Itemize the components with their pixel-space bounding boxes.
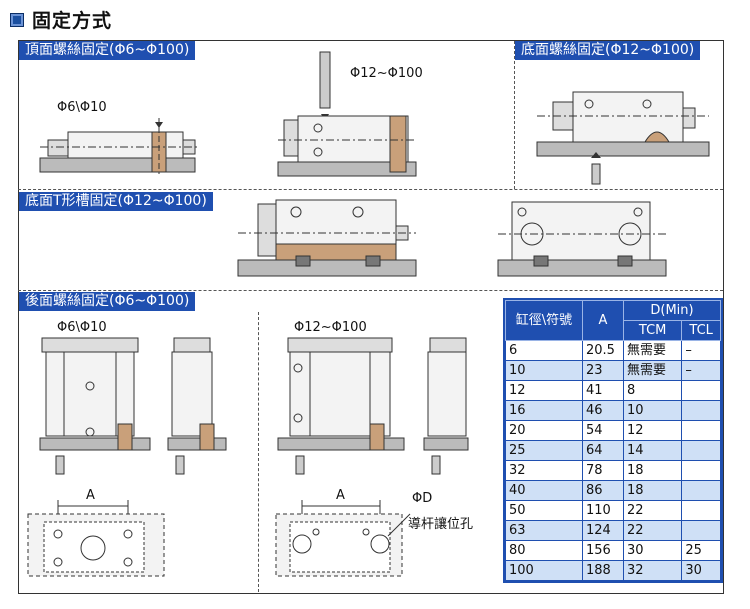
header-bore: 缸徑\符號 <box>505 300 583 341</box>
table-cell-bore: 20 <box>505 420 583 441</box>
table-cell-bore: 40 <box>505 480 583 501</box>
drawing-bottom-mount <box>536 91 710 185</box>
divider-col-rear <box>258 312 259 592</box>
diagram-frame <box>18 40 724 594</box>
table-cell-tcl: – <box>681 360 721 381</box>
page-title: 固定方式 <box>10 6 112 33</box>
header-tcm: TCM <box>622 320 683 341</box>
table-cell-bore: 10 <box>505 360 583 381</box>
table-cell-bore: 6 <box>505 340 583 361</box>
table-cell-a: 54 <box>582 420 624 441</box>
table-cell-tcm: 12 <box>622 420 683 441</box>
dim-a-right: A <box>336 488 345 503</box>
label-top-small: Φ6\Φ10 <box>57 100 107 115</box>
table-cell-tcm: 18 <box>622 480 683 501</box>
badge-t-slot: 底面T形槽固定(Φ12~Φ100) <box>19 192 213 211</box>
table-cell-bore: 25 <box>505 440 583 461</box>
table-cell-tcm: 22 <box>622 520 683 541</box>
table-cell-bore: 16 <box>505 400 583 421</box>
table-cell-a: 110 <box>582 500 624 521</box>
table-cell-tcl <box>681 380 721 401</box>
badge-top-mount: 頂面螺絲固定(Φ6~Φ100) <box>19 41 196 60</box>
dim-a-left: A <box>86 488 95 503</box>
table-cell-a: 78 <box>582 460 624 481</box>
table-cell-tcl <box>681 480 721 501</box>
divider-row2 <box>18 290 723 291</box>
table-cell-tcm: 8 <box>622 380 683 401</box>
table-cell-tcm: 10 <box>622 400 683 421</box>
table-cell-tcl <box>681 460 721 481</box>
table-cell-tcl: – <box>681 340 721 361</box>
badge-rear-mount: 後面螺絲固定(Φ6~Φ100) <box>19 292 196 311</box>
table-cell-a: 124 <box>582 520 624 541</box>
table-cell-a: 23 <box>582 360 624 381</box>
table-cell-tcm: 無需要 <box>622 340 683 361</box>
header-a: A <box>582 300 624 341</box>
table-cell-bore: 63 <box>505 520 583 541</box>
divider-col-top <box>514 41 515 189</box>
drawing-hole-pattern-left <box>27 500 165 577</box>
table-cell-tcl: 25 <box>681 540 721 561</box>
label-top-large: Φ12~Φ100 <box>350 66 423 81</box>
drawing-top-mount-large <box>277 51 417 177</box>
table-cell-a: 41 <box>582 380 624 401</box>
table-cell-bore: 80 <box>505 540 583 561</box>
label-rear-small: Φ6\Φ10 <box>57 320 107 335</box>
drawing-rear-mount-large <box>277 337 469 475</box>
header-d: D(Min) <box>623 300 721 321</box>
table-cell-bore: 100 <box>505 560 583 581</box>
table-cell-tcm: 18 <box>622 460 683 481</box>
page-title-text: 固定方式 <box>32 10 113 32</box>
table-cell-tcl <box>681 520 721 541</box>
table-cell-bore: 50 <box>505 500 583 521</box>
label-rear-large: Φ12~Φ100 <box>294 320 367 335</box>
table-cell-tcl <box>681 420 721 441</box>
table-cell-tcl <box>681 440 721 461</box>
table-cell-tcm: 無需要 <box>622 360 683 381</box>
table-cell-tcl <box>681 500 721 521</box>
table-cell-bore: 12 <box>505 380 583 401</box>
table-cell-tcm: 32 <box>622 560 683 581</box>
drawing-rear-mount-small <box>39 337 227 475</box>
header-tcl: TCL <box>681 320 721 341</box>
table-cell-tcm: 30 <box>622 540 683 561</box>
table-cell-a: 46 <box>582 400 624 421</box>
divider-row1 <box>18 189 723 190</box>
guide-hole-note: 導杆讓位孔 <box>408 517 474 532</box>
table-cell-a: 188 <box>582 560 624 581</box>
table-cell-tcl <box>681 400 721 421</box>
table-cell-a: 86 <box>582 480 624 501</box>
table-cell-tcl: 30 <box>681 560 721 581</box>
table-cell-a: 156 <box>582 540 624 561</box>
table-cell-a: 64 <box>582 440 624 461</box>
table-cell-tcm: 14 <box>622 440 683 461</box>
badge-bottom-mount: 底面螺絲固定(Φ12~Φ100) <box>515 41 701 60</box>
table-cell-a: 20.5 <box>582 340 624 361</box>
drawing-top-mount-small <box>39 118 198 174</box>
drawing-t-slot-right <box>497 201 667 277</box>
drawing-hole-pattern-right <box>275 500 411 577</box>
square-bullet-icon <box>10 12 24 27</box>
table-cell-bore: 32 <box>505 460 583 481</box>
table-cell-tcm: 22 <box>622 500 683 521</box>
dim-d: ΦD <box>412 491 433 506</box>
drawing-t-slot-left <box>237 199 417 277</box>
